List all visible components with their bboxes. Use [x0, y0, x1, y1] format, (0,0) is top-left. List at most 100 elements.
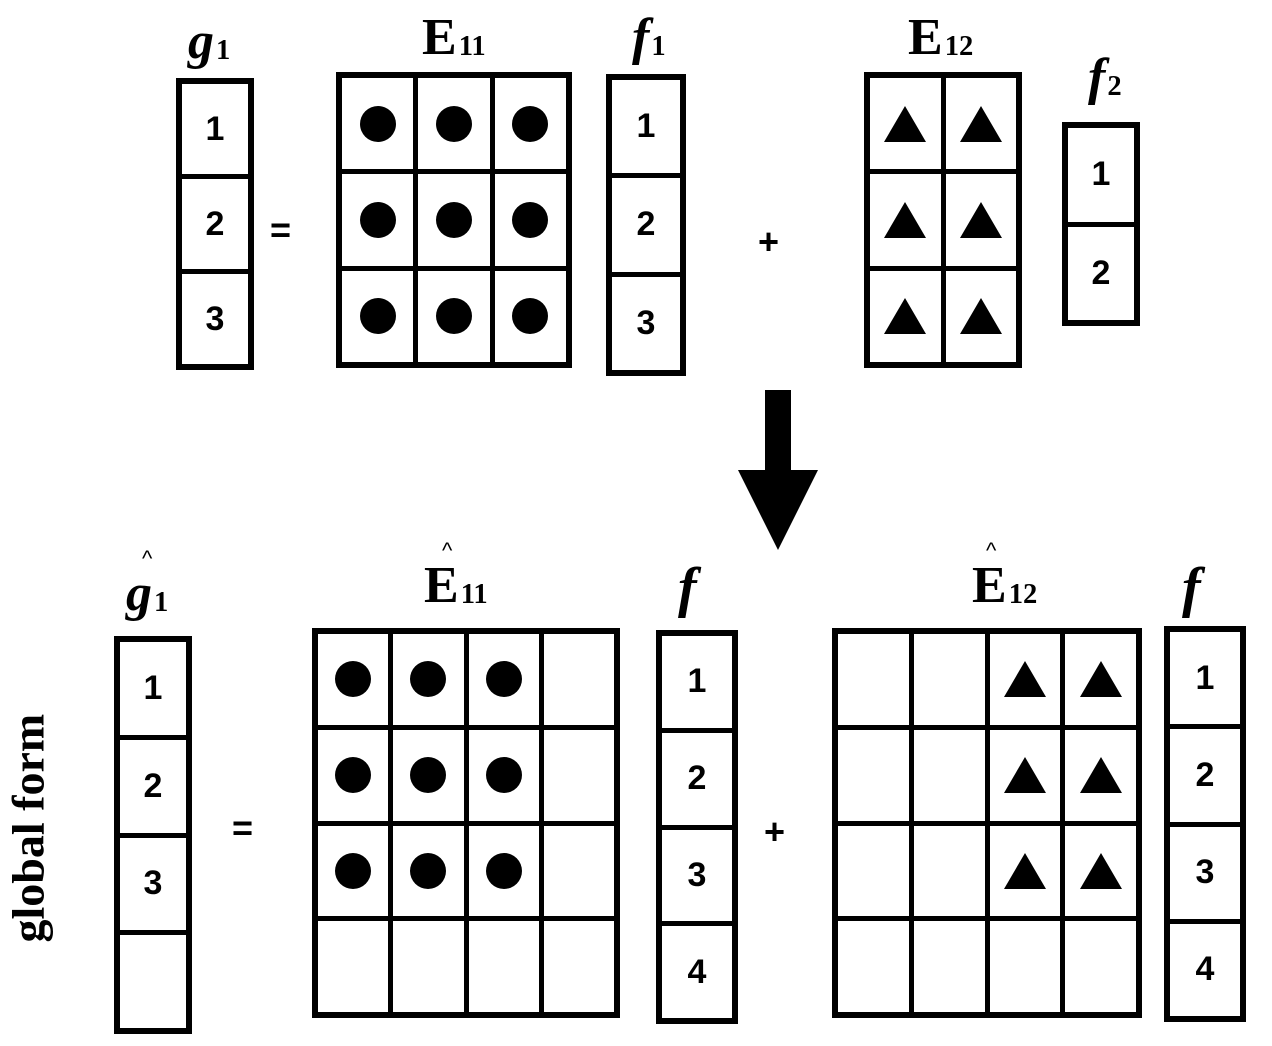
filled-triangle-icon: [1003, 852, 1046, 889]
matrix-cell-empty: [913, 921, 985, 1012]
filled-circle-icon: [359, 298, 396, 335]
vector-cell: 3: [612, 276, 680, 370]
matrix-cell: [393, 634, 464, 725]
bottom-g1-label: g1: [126, 565, 169, 622]
matrix-cell: [870, 78, 941, 170]
bottom-f-left-label: f: [678, 557, 697, 619]
matrix-cell: [318, 825, 389, 917]
filled-triangle-icon: [1079, 757, 1122, 794]
matrix-cell: [342, 78, 414, 170]
filled-circle-icon: [335, 852, 372, 889]
vector-cell: [120, 935, 186, 1028]
vector-cell: 2: [662, 732, 732, 825]
down-arrow-icon: [738, 390, 818, 550]
vector-cell: 3: [1170, 826, 1240, 919]
matrix-cell-empty: [318, 921, 389, 1012]
matrix-cell-empty: [1065, 921, 1136, 1012]
top-E12-matrix: [864, 72, 1022, 368]
vector-cell: 2: [120, 739, 186, 833]
top-E11-matrix: [336, 72, 572, 368]
matrix-cell-empty: [468, 921, 539, 1012]
filled-triangle-icon: [884, 105, 927, 142]
vector-cell: 3: [182, 274, 248, 364]
bottom-f-left-vector: 1 2 3 4: [656, 630, 738, 1024]
hat-accent: ^: [142, 546, 153, 571]
filled-triangle-icon: [1079, 661, 1122, 698]
vector-cell: 3: [120, 837, 186, 931]
filled-circle-icon: [435, 201, 472, 238]
matrix-cell: [1065, 729, 1136, 821]
matrix-cell-empty: [913, 825, 985, 917]
matrix-cell-empty: [838, 729, 909, 821]
matrix-cell: [418, 174, 490, 266]
matrix-cell-empty: [393, 921, 464, 1012]
matrix-cell: [989, 729, 1061, 821]
matrix-cell-empty: [543, 634, 614, 725]
matrix-cell: [989, 634, 1061, 725]
vector-cell: 1: [120, 642, 186, 735]
vector-cell: 4: [1170, 923, 1240, 1016]
hat-accent: ^: [442, 538, 453, 563]
matrix-cell-empty: [543, 825, 614, 917]
top-f2-vector: 1 2: [1062, 122, 1140, 326]
filled-triangle-icon: [1003, 757, 1046, 794]
bottom-E11-label: E11: [424, 557, 488, 614]
matrix-cell: [318, 634, 389, 725]
top-equals-sign: =: [270, 209, 292, 250]
filled-circle-icon: [335, 661, 372, 698]
top-plus-sign: +: [758, 221, 780, 262]
matrix-cell: [393, 825, 464, 917]
filled-circle-icon: [512, 298, 549, 335]
vector-cell: 2: [182, 179, 248, 269]
matrix-cell: [393, 729, 464, 821]
matrix-cell-empty: [838, 825, 909, 917]
filled-triangle-icon: [959, 298, 1002, 335]
filled-circle-icon: [512, 201, 549, 238]
bottom-plus-sign: +: [764, 811, 786, 852]
matrix-cell: [945, 78, 1016, 170]
filled-circle-icon: [410, 852, 447, 889]
filled-triangle-icon: [1079, 852, 1122, 889]
matrix-cell: [494, 78, 566, 170]
bottom-g1-vector: 1 2 3: [114, 636, 192, 1034]
filled-triangle-icon: [884, 201, 927, 238]
matrix-cell: [418, 78, 490, 170]
global-form-label: global form: [2, 713, 54, 943]
matrix-cell: [318, 729, 389, 821]
vector-cell: 2: [1170, 729, 1240, 822]
matrix-cell: [468, 634, 539, 725]
bottom-E12-matrix: [832, 628, 1142, 1018]
vector-cell: 2: [612, 178, 680, 272]
top-E11-label: E11: [422, 9, 486, 66]
top-g1-vector: 1 2 3: [176, 78, 254, 370]
matrix-cell: [494, 174, 566, 266]
matrix-cell-empty: [913, 729, 985, 821]
matrix-cell-empty: [543, 921, 614, 1012]
bottom-equals-sign: =: [232, 807, 254, 848]
filled-triangle-icon: [1003, 661, 1046, 698]
bottom-f-right-vector: 1 2 3 4: [1164, 626, 1246, 1022]
matrix-cell: [418, 270, 490, 362]
filled-circle-icon: [485, 852, 522, 889]
hat-accent: ^: [986, 538, 997, 563]
filled-circle-icon: [485, 661, 522, 698]
matrix-cell: [945, 174, 1016, 266]
matrix-cell-empty: [838, 634, 909, 725]
matrix-cell: [989, 825, 1061, 917]
filled-triangle-icon: [959, 105, 1002, 142]
filled-circle-icon: [359, 201, 396, 238]
matrix-cell: [468, 729, 539, 821]
filled-circle-icon: [335, 757, 372, 794]
matrix-cell: [1065, 634, 1136, 725]
filled-circle-icon: [512, 105, 549, 142]
filled-triangle-icon: [959, 201, 1002, 238]
vector-cell: 1: [1068, 128, 1134, 222]
matrix-cell: [468, 825, 539, 917]
top-E12-label: E12: [908, 9, 974, 66]
matrix-cell: [342, 174, 414, 266]
filled-circle-icon: [435, 298, 472, 335]
top-f2-label: f2: [1088, 49, 1122, 106]
top-f1-vector: 1 2 3: [606, 74, 686, 376]
vector-cell: 2: [1068, 226, 1134, 320]
matrix-cell-empty: [989, 921, 1061, 1012]
